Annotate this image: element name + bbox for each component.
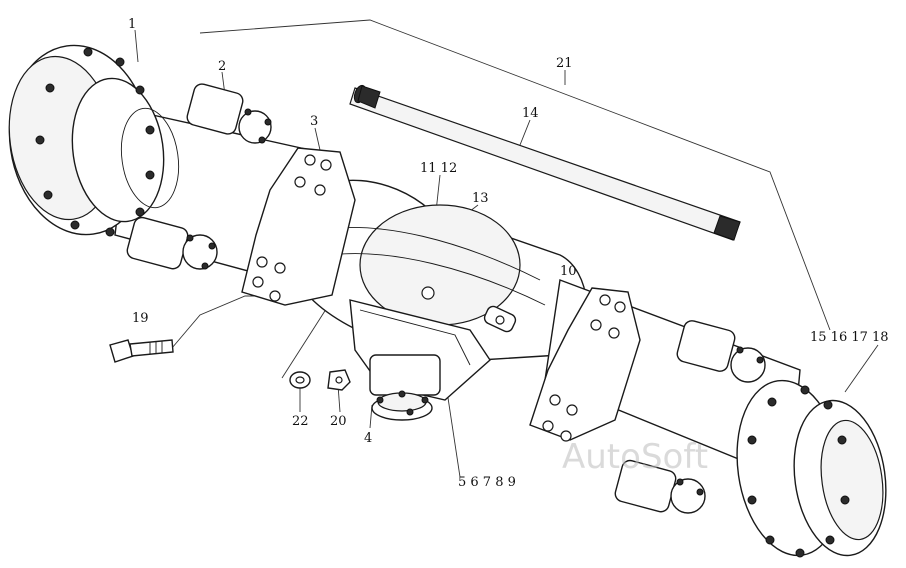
callout-4: 4 <box>364 431 372 446</box>
callout-1: 1 <box>128 17 136 32</box>
callout-14: 14 <box>522 106 539 121</box>
hub-drum-right <box>736 379 887 558</box>
callout-15-18: 15 16 17 18 <box>810 330 889 345</box>
brake-chamber-upper-left <box>186 83 272 144</box>
callout-3: 3 <box>310 114 318 129</box>
hub-drum-left <box>8 44 180 237</box>
bolt <box>109 339 174 363</box>
watermark: AutoSoft <box>562 437 708 477</box>
brake-chamber-lower-right <box>614 459 706 514</box>
spring-seat-left <box>241 147 356 306</box>
callout-13: 13 <box>472 191 489 206</box>
main-reducer <box>349 299 491 421</box>
nut <box>327 369 351 391</box>
callout-10: 10 <box>560 264 577 279</box>
callout-21: 21 <box>556 56 573 71</box>
axle-housing <box>114 109 801 482</box>
callout-5-9: 5 6 7 8 9 <box>458 475 516 490</box>
callout-20: 20 <box>330 414 347 429</box>
callout-2: 2 <box>218 59 226 74</box>
brake-chamber-lower-left <box>126 216 218 270</box>
callouts: 1 2 3 4 5 6 7 8 9 10 11 12 13 14 15 16 1… <box>128 17 889 490</box>
axle-shaft <box>349 84 741 241</box>
spring-seat-right <box>529 287 641 442</box>
washer <box>289 371 311 389</box>
brake-chamber-upper-right <box>676 320 766 383</box>
callout-11-12: 11 12 <box>420 161 457 176</box>
callout-22: 22 <box>292 414 309 429</box>
callout-19: 19 <box>132 311 149 326</box>
